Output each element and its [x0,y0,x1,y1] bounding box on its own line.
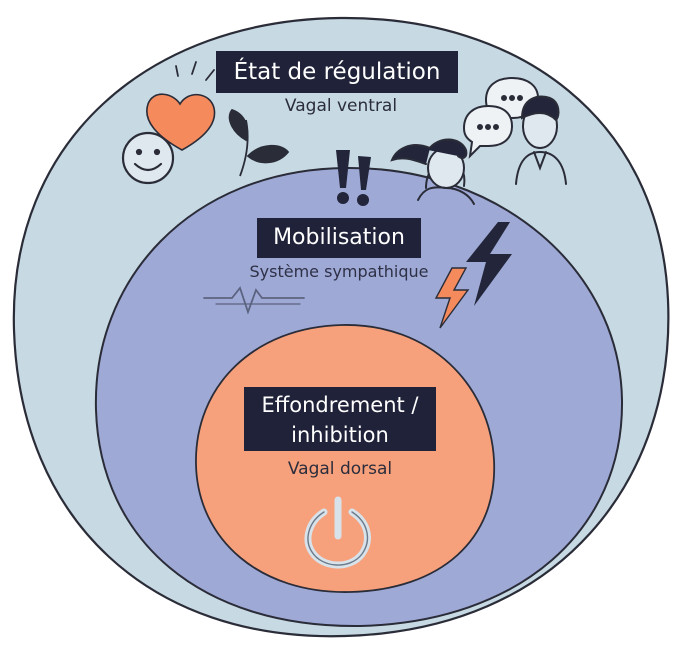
person-man-icon [515,95,567,185]
lightning-bolt-icon [434,222,512,329]
smiley-icon [121,131,175,185]
leaf-icon [228,108,290,177]
middle-title: Mobilisation [257,218,421,258]
person-ponytail-icon [390,138,475,205]
inner-title: Effondrement / inhibition [244,387,436,451]
middle-subtitle: Système sympathique [249,262,429,281]
inner-title-line1: Effondrement / [261,393,419,417]
inner-subtitle: Vagal dorsal [287,459,393,479]
exclamation-icon [336,150,371,206]
heartbeat-line-icon [203,286,305,315]
outer-subtitle: Vagal ventral [284,96,398,116]
outer-title: État de régulation [216,51,458,93]
inner-title-line2: inhibition [291,423,389,447]
heart-icon [146,61,216,151]
